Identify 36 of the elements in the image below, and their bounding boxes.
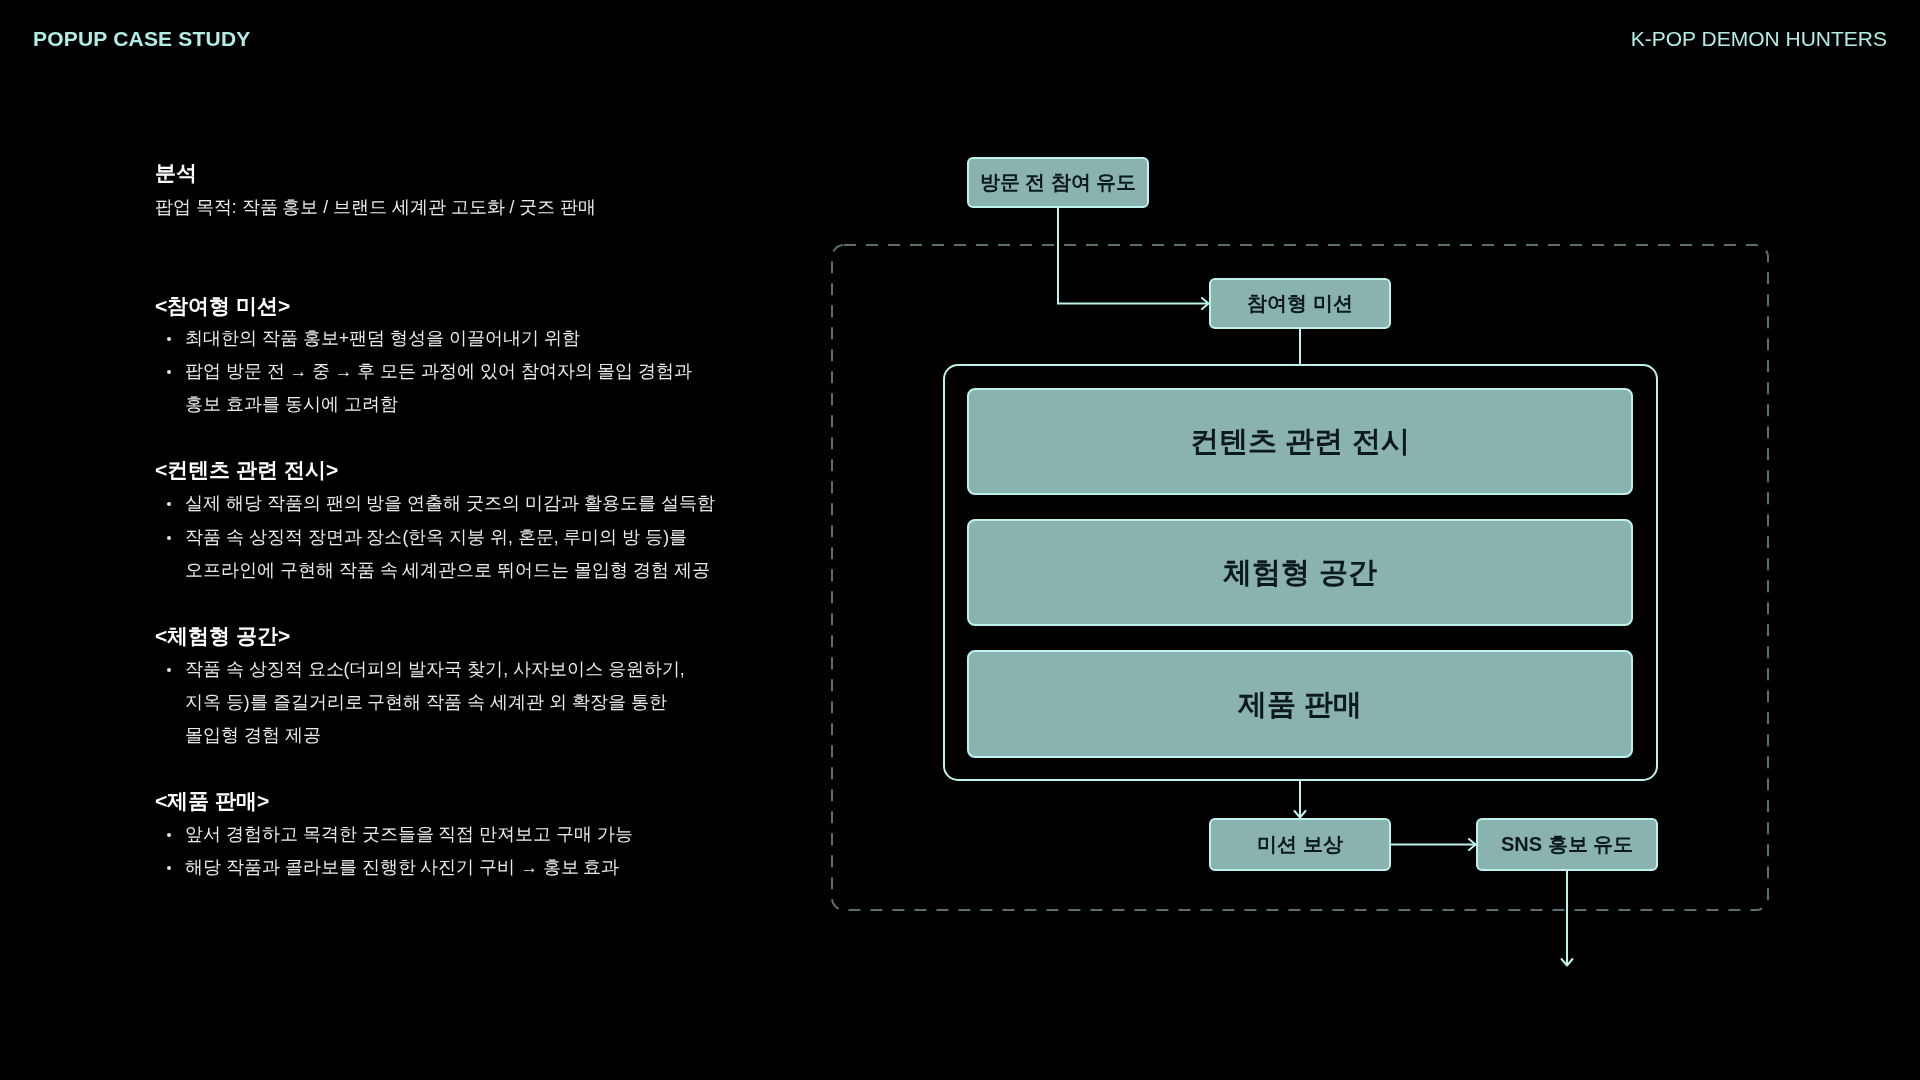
- body-text: 팝업 목적: 작품 홍보 / 브랜드 세계관 고도화 / 굿즈 판매: [155, 196, 597, 219]
- section-heading: <컨텐츠 관련 전시>: [155, 457, 339, 483]
- box-label: 체험형 공간: [1223, 555, 1377, 591]
- box-label: 제품 판매: [1237, 686, 1363, 722]
- box-label: 컨텐츠 관련 전시: [1190, 424, 1410, 460]
- section-heading: <제품 판매>: [155, 788, 270, 814]
- page-title: POPUP CASE STUDY: [33, 26, 251, 52]
- bullet-text: 팝업 방문 전 → 중 → 후 모든 과정에 있어 참여자의 몰입 경험과 홍보 효과를 동시에 고려함: [185, 360, 694, 416]
- section-box: [967, 519, 1633, 626]
- section-box: [967, 388, 1633, 495]
- section-heading: <참여형 미션>: [155, 293, 291, 319]
- box-label: 미션 보상: [1257, 832, 1343, 857]
- connector-line: [1299, 328, 1301, 365]
- section-heading: 분석: [155, 160, 197, 186]
- arrow: [1560, 870, 1574, 967]
- bullet-text: 최대한의 작품 홍보+팬덤 형성을 이끌어내기 위함: [185, 327, 580, 350]
- box-label: 방문 전 참여 유도: [979, 170, 1137, 195]
- bullet-text: 작품 속 상징적 장면과 장소(한옥 지붕 위, 혼문, 루미의 방 등)를 오프라인에 구현해 작품 속 세계관으로 뛰어드는 몰입형 경험 제공: [185, 526, 711, 582]
- process-box: [1209, 818, 1391, 871]
- bullet-text: 작품 속 상징적 요소(더피의 발자국 찾기, 사자보이스 응원하기, 지옥 등)를 즐길거리로 구현해 작품 속 세계관 외 확장을 통한 몰입형 경험 제공: [185, 658, 686, 747]
- section-box: [967, 650, 1633, 758]
- header-text: K-POP DEMON HUNTERS: [1630, 26, 1887, 52]
- bullet-text: 앞서 경험하고 목격한 굿즈들을 직접 만져보고 구매 가능: [185, 823, 634, 846]
- process-box: [967, 157, 1149, 208]
- bullet-text: 실제 해당 작품의 팬의 방을 연출해 굿즈의 미감과 활용도를 설득함: [185, 492, 715, 515]
- process-box: [1209, 278, 1391, 329]
- bullet-text: 해당 작품과 콜라보를 진행한 사진기 구비 → 홍보 효과: [185, 856, 620, 879]
- box-label: SNS 홍보 유도: [1500, 832, 1634, 857]
- group-frame: [943, 364, 1658, 781]
- arrow: [1390, 838, 1477, 851]
- dashed-boundary: [831, 244, 1769, 911]
- arrow: [1293, 780, 1307, 819]
- section-heading: <체험형 공간>: [155, 623, 291, 649]
- box-label: 참여형 미션: [1247, 291, 1353, 316]
- process-box: [1476, 818, 1658, 871]
- arrow: [1057, 207, 1210, 310]
